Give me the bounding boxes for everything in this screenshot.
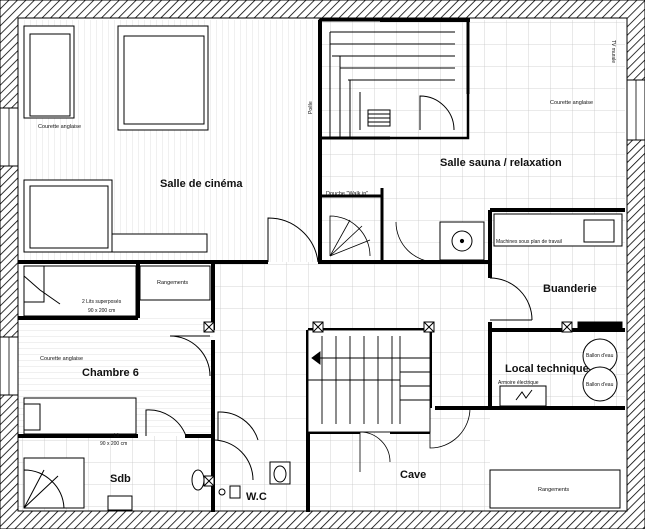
- label-ballon-1: Ballon d'eau: [586, 353, 614, 359]
- cave-rangements: [489, 469, 621, 509]
- label-cave: Cave: [400, 469, 426, 481]
- label-courette-1: Courette anglaise: [38, 124, 81, 130]
- shower: [329, 215, 437, 263]
- sauna-cabin: [318, 18, 470, 140]
- label-lit-1: Lit: [114, 433, 120, 439]
- staircase: [307, 329, 431, 433]
- label-rangements-1: Rangements: [157, 280, 188, 286]
- cinema-furniture: [23, 25, 319, 263]
- label-ballon-2: Ballon d'eau: [586, 382, 614, 388]
- label-lit-2: 90 x 200 cm: [100, 441, 127, 447]
- sdb-fixtures: [23, 439, 254, 511]
- chambre6-furniture: [23, 265, 211, 437]
- label-courette-3: Courette anglaise: [550, 100, 593, 106]
- label-buanderie: Buanderie: [543, 283, 597, 295]
- wc-fixtures: [217, 411, 291, 499]
- label-armoire: Armoire électrique: [498, 380, 539, 386]
- vent-markers: [203, 321, 573, 487]
- label-sdb: Sdb: [110, 473, 131, 485]
- label-tv-murale: TV murale: [610, 40, 616, 63]
- buanderie-fixtures: [439, 213, 623, 321]
- label-douche: Douche "Walk in": [326, 191, 368, 197]
- label-lits-superposes-2: 90 x 200 cm: [88, 308, 115, 314]
- label-sauna: Salle sauna / relaxation: [440, 157, 562, 169]
- label-chambre6: Chambre 6: [82, 367, 139, 379]
- label-local-technique: Local technique: [505, 363, 589, 375]
- label-poele: Poêle: [308, 101, 314, 114]
- label-wc: W.C: [246, 491, 267, 503]
- label-lits-superposes-1: 2 Lits superposés: [82, 299, 122, 305]
- label-rangements-2: Rangements: [538, 487, 569, 493]
- label-cinema: Salle de cinéma: [160, 178, 243, 190]
- label-machines: Machines sous plan de travail: [496, 239, 562, 245]
- label-courette-2: Courette anglaise: [40, 356, 83, 362]
- local-technique-fixtures: [499, 321, 623, 407]
